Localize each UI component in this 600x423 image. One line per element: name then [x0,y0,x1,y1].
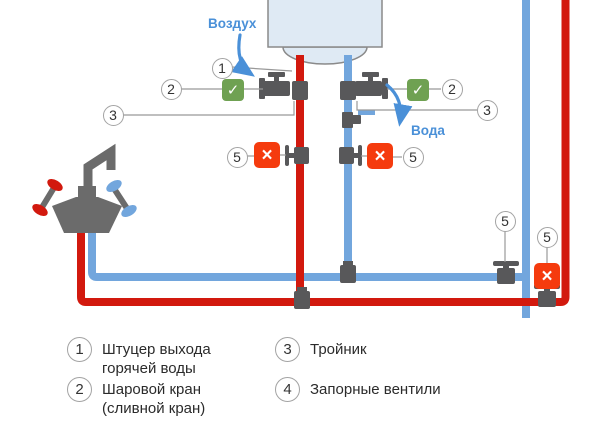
callout-ball-valve-cold: 2 [441,78,463,100]
legend-text-2-line2: (сливной кран) [102,400,206,417]
legend-num-1: 1 [67,337,92,362]
legend-item-3: 3 Тройник [275,337,367,362]
legend-text-1-line2: горячей воды [102,360,196,377]
legend-text-4-line1: Запорные вентили [310,381,441,398]
callout-hot-outlet: 1 [211,57,233,79]
water-arrow [385,83,413,127]
legend-num-3: 3 [275,337,300,362]
tee-cold-main [340,261,356,283]
legend-text-2-line1: Шаровой кран [102,381,201,398]
air-label: Воздух [208,16,257,31]
faucet [32,143,137,233]
ball-valve-cold [355,72,388,99]
tee-cold [340,81,356,100]
legend-text-4: Запорные вентили [310,377,441,399]
legend-text-1: Штуцер выхода горячей воды [102,337,211,378]
callout-lines [123,66,548,264]
air-arrow [231,33,255,77]
callout-ball-valve-hot: 2 [160,78,182,100]
tee-hot-main [294,287,310,309]
ball-valve-hot [259,72,290,99]
shutoff-valve-hot-riser [285,145,309,166]
callout-shutoff-cold-riser: 5 [402,146,424,168]
check-badge-hot: ✓ [222,79,244,101]
check-badge-cold: ✓ [407,79,429,101]
cold-handle [106,179,122,193]
legend-text-3-line1: Тройник [310,341,367,358]
flow-arrows [231,33,413,127]
callout-tee-cold: 3 [476,99,498,121]
legend-item-2: 2 Шаровой кран (сливной кран) [67,377,205,418]
callout-shutoff-cold-main: 5 [494,210,516,232]
legend-text-3: Тройник [310,337,367,359]
drain-valve [342,112,361,128]
cross-badge-cold-riser: × [367,143,393,169]
legend-text-1-line1: Штуцер выхода [102,341,211,358]
hot-handle [47,178,63,192]
legend-num-4: 4 [275,377,300,402]
shutoff-valve-cold-riser [339,145,362,166]
drain-spout [358,110,375,115]
tee-hot [292,81,308,100]
cross-badge-hot-main: × [534,263,560,289]
legend-num-2: 2 [67,377,92,402]
cross-badge-hot-riser: × [254,142,280,168]
water-label: Вода [411,123,445,138]
callout-shutoff-hot-main: 5 [536,226,558,248]
callout-shutoff-hot-riser: 5 [226,146,248,168]
boiler-tank [267,0,383,65]
fittings [259,72,560,309]
shutoff-valve-cold-main [493,261,519,284]
legend-item-1: 1 Штуцер выхода горячей воды [67,337,211,378]
legend-item-4: 4 Запорные вентили [275,377,441,402]
callout-tee-hot: 3 [102,104,124,126]
legend-text-2: Шаровой кран (сливной кран) [102,377,205,418]
